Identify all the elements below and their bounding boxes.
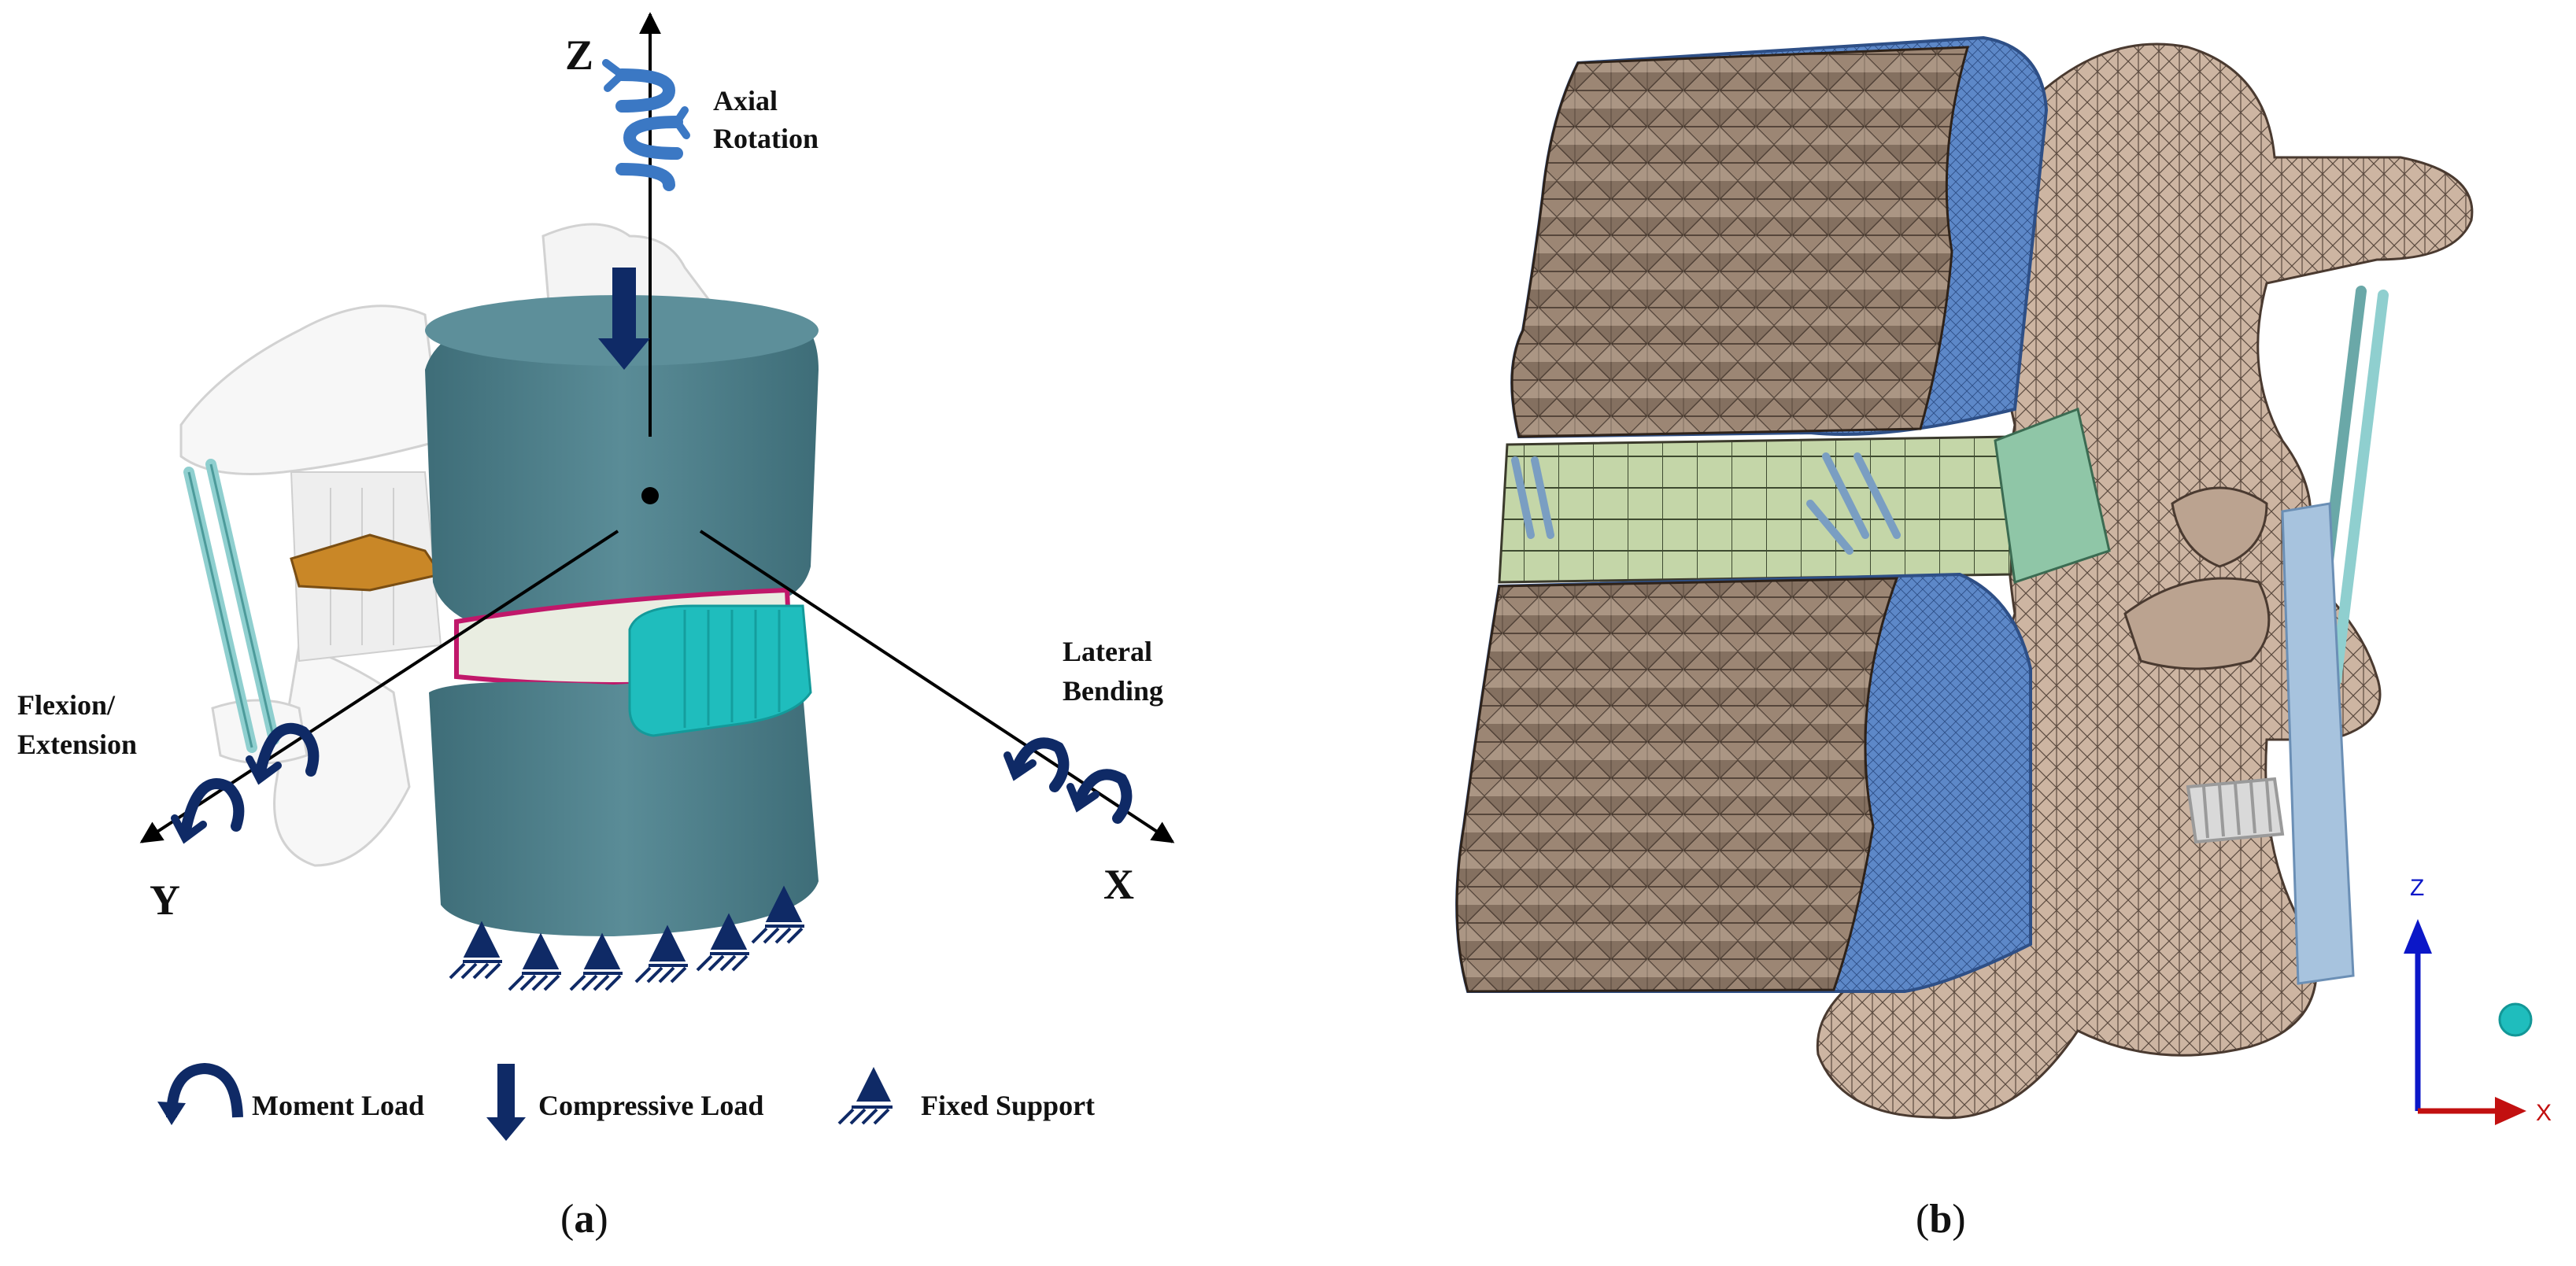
upper-vertebral-body-mesh xyxy=(1510,35,2049,439)
caption-b-open: ( xyxy=(1916,1197,1929,1242)
legend-fixed-label: Fixed Support xyxy=(921,1090,1095,1121)
fixed-support xyxy=(569,932,623,991)
caption-b-close: ) xyxy=(1952,1197,1965,1242)
y-axis-label: Y xyxy=(150,877,180,924)
legend: Moment Load Compressive Load Fixed Suppo… xyxy=(157,1062,1095,1141)
x-axis xyxy=(699,530,1175,843)
y-axis xyxy=(139,530,619,843)
lateral-bending-label-line1: Lateral xyxy=(1063,636,1152,667)
compressive-load-arrow xyxy=(598,268,650,370)
compressive-load-icon xyxy=(486,1064,526,1141)
legend-compressive-label: Compressive Load xyxy=(538,1090,763,1121)
legend-compressive: Compressive Load xyxy=(486,1064,763,1141)
coordinate-axes xyxy=(139,12,1175,843)
fixed-support-icon xyxy=(856,1067,891,1102)
fixation-rods xyxy=(183,459,279,753)
disc-mesh xyxy=(1498,407,2111,584)
triad-z-label: Z xyxy=(2410,875,2424,901)
fixed-support xyxy=(634,925,688,984)
caption-b: (b) xyxy=(1916,1197,1966,1242)
caption-a: (a) xyxy=(560,1197,608,1242)
flexion-extension-icon xyxy=(171,722,320,844)
triad-x-label: X xyxy=(2536,1100,2552,1126)
axial-rotation-label-line2: Rotation xyxy=(713,123,819,154)
legend-moment-label: Moment Load xyxy=(252,1090,424,1121)
moment-load-icon xyxy=(166,1062,243,1118)
coordinate-triad: Z X xyxy=(2404,875,2552,1126)
z-axis-label: Z xyxy=(565,31,593,79)
lateral-bending-icon xyxy=(1003,737,1133,824)
screw-threads xyxy=(2186,777,2285,844)
lower-vertebral-body xyxy=(429,681,819,936)
panel-b: Z X (b) xyxy=(1455,35,2552,1242)
fixed-support xyxy=(751,885,804,944)
fixed-support xyxy=(696,913,749,972)
legend-moment: Moment Load xyxy=(157,1062,424,1125)
interbody-cage xyxy=(628,604,812,737)
fixed-support xyxy=(508,932,561,991)
panel-a: Z Y X Axial Rotation Flexion/ Extension … xyxy=(17,12,1175,1242)
triad-sphere xyxy=(2498,1002,2533,1037)
fixed-supports xyxy=(449,885,804,991)
caption-a-letter: a xyxy=(574,1197,594,1242)
axial-rotation-label-line1: Axial xyxy=(713,85,778,116)
x-axis-label: X xyxy=(1103,861,1134,908)
lateral-bending-label-line2: Bending xyxy=(1063,675,1163,707)
legend-fixed: Fixed Support xyxy=(837,1067,1095,1125)
lateral-plate xyxy=(2281,502,2355,985)
lower-vertebral-body-mesh xyxy=(1455,572,2032,993)
caption-b-letter: b xyxy=(1929,1197,1952,1242)
axial-rotation-icon xyxy=(602,59,690,191)
origin-point xyxy=(641,487,659,504)
posterior-bone-mesh xyxy=(1816,42,2474,1120)
flexion-label-line2: Extension xyxy=(17,729,137,760)
flexion-label-line1: Flexion/ xyxy=(17,689,116,721)
fixed-support xyxy=(449,921,502,980)
caption-a-close: ) xyxy=(594,1197,608,1242)
caption-a-open: ( xyxy=(560,1197,574,1242)
